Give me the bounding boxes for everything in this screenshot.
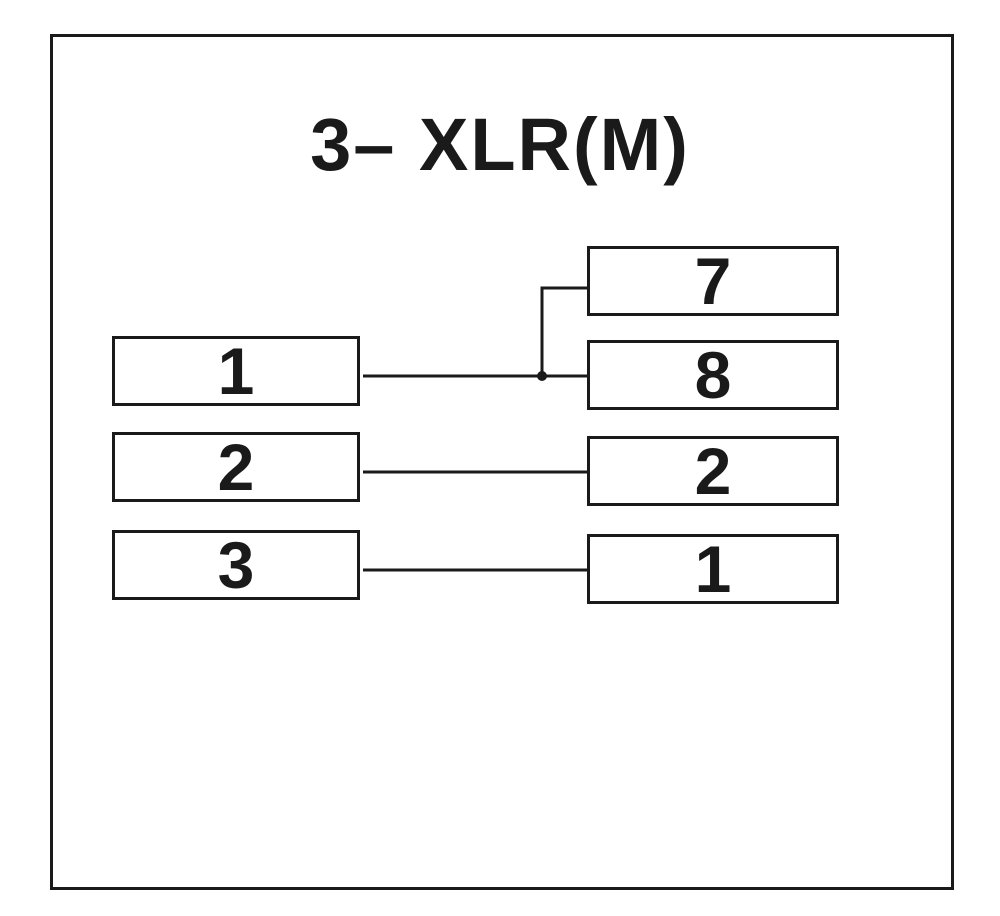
junction-dot xyxy=(537,371,547,381)
right-pin-8: 8 xyxy=(587,338,839,412)
left-pin-1: 1 xyxy=(112,334,360,408)
left-pin-2: 2 xyxy=(112,430,360,504)
wire-branch-to-7 xyxy=(540,286,587,376)
right-pin-7: 7 xyxy=(587,244,839,318)
diagram-title: 3– XLR(M) xyxy=(310,103,690,186)
left-pin-3: 3 xyxy=(112,528,360,602)
diagram-frame xyxy=(50,34,954,890)
right-pin-1: 1 xyxy=(587,532,839,606)
right-pin-2: 2 xyxy=(587,434,839,508)
